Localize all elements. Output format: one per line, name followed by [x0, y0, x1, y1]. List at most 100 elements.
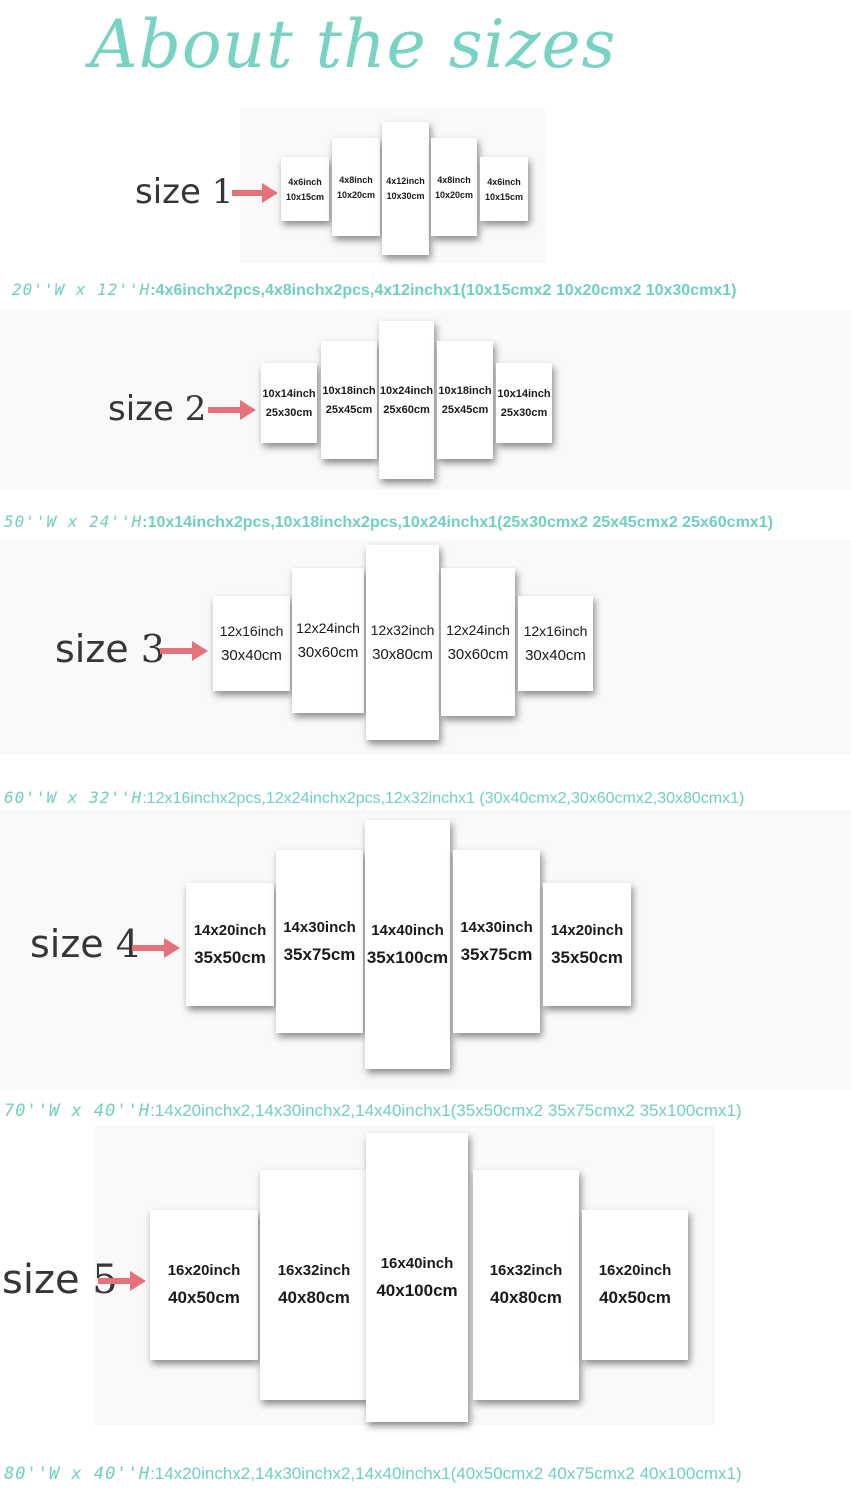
- caption-details: :14x20inchx2,14x30inchx2,14x40inchx1(35x…: [150, 1101, 742, 1120]
- panel-cm-size: 10x20cm: [336, 189, 376, 200]
- panel-inch-size: 14x20inch: [550, 921, 624, 939]
- size-label-word: size: [2, 1257, 80, 1303]
- panel-cm-size: 30x80cm: [372, 646, 433, 663]
- panel-inch-size: 14x40inch: [371, 921, 444, 939]
- panel-cm-size: 35x50cm: [194, 947, 266, 967]
- arrow-right-icon: [98, 1271, 146, 1291]
- canvas-panel: 12x16inch 30x40cm: [213, 596, 290, 691]
- size-label-word: size: [30, 922, 104, 966]
- panel-inch-size: 14x30inch: [460, 918, 533, 936]
- panel-inch-size: 16x32inch: [277, 1262, 351, 1279]
- size-1-caption: 20''W x 12''H:4x6inchx2pcs,4x8inchx2pcs,…: [12, 280, 736, 300]
- caption-dimensions: 20''W x 12''H: [12, 280, 151, 299]
- caption-dimensions: 80''W x 40''H: [4, 1464, 151, 1484]
- caption-details: :14x20inchx2,14x30inchx2,14x40inchx1(40x…: [150, 1464, 742, 1483]
- panel-cm-size: 10x20cm: [434, 189, 474, 200]
- panel-cm-size: 10x15cm: [285, 191, 325, 202]
- panel-cm-size: 40x100cm: [376, 1280, 458, 1300]
- panel-inch-size: 12x16inch: [219, 623, 284, 639]
- canvas-panel: 16x32inch 40x80cm: [260, 1170, 368, 1400]
- panel-cm-size: 25x60cm: [383, 403, 430, 416]
- canvas-panel: 4x8inch 10x20cm: [332, 138, 380, 236]
- panel-cm-size: 10x30cm: [386, 191, 425, 201]
- canvas-panel: 16x20inch 40x50cm: [150, 1210, 258, 1360]
- panel-cm-size: 25x30cm: [500, 406, 548, 419]
- panel-cm-size: 30x40cm: [525, 647, 586, 664]
- canvas-panel: 16x20inch 40x50cm: [582, 1210, 688, 1360]
- panel-cm-size: 30x60cm: [447, 645, 509, 663]
- panel-cm-size: 25x30cm: [265, 406, 313, 419]
- canvas-panel: 10x24inch 25x60cm: [379, 321, 434, 479]
- panel-inch-size: 16x40inch: [380, 1254, 454, 1272]
- panel-inch-size: 12x32inch: [370, 622, 435, 638]
- panel-cm-size: 35x50cm: [551, 947, 623, 967]
- panel-cm-size: 40x80cm: [490, 1288, 562, 1307]
- canvas-panel: 10x14inch 25x30cm: [496, 363, 552, 443]
- size-label-number: 1: [211, 172, 234, 212]
- panel-inch-size: 4x8inch: [437, 174, 471, 185]
- canvas-panel: 4x8inch 10x20cm: [431, 138, 477, 236]
- caption-details: :12x16inchx2pcs,12x24inchx2pcs,12x32inch…: [142, 790, 745, 807]
- canvas-panel: 10x14inch 25x30cm: [261, 363, 317, 443]
- panel-cm-size: 40x50cm: [599, 1288, 671, 1307]
- panel-inch-size: 16x32inch: [489, 1262, 563, 1279]
- arrow-right-icon: [232, 183, 278, 203]
- panel-cm-size: 35x100cm: [366, 947, 449, 967]
- arrow-right-icon: [160, 641, 208, 661]
- size-4-caption: 70''W x 40''H:14x20inchx2,14x30inchx2,14…: [4, 1101, 742, 1121]
- panel-inch-size: 12x24inch: [446, 621, 510, 638]
- canvas-panel: 16x32inch 40x80cm: [473, 1170, 579, 1400]
- panel-inch-size: 10x18inch: [438, 384, 492, 397]
- size-4-label: size 4: [30, 925, 140, 963]
- canvas-panel: 14x40inch 35x100cm: [365, 820, 450, 1069]
- caption-dimensions: 70''W x 40''H: [4, 1101, 151, 1121]
- size-1-label: size 1: [135, 175, 233, 209]
- size-label-word: size: [108, 389, 174, 429]
- panel-inch-size: 10x14inch: [497, 387, 551, 400]
- canvas-panel: 14x30inch 35x75cm: [276, 850, 363, 1033]
- size-label-word: size: [135, 172, 201, 212]
- panel-inch-size: 4x6inch: [487, 176, 521, 187]
- canvas-panel: 4x12inch 10x30cm: [382, 122, 429, 255]
- panel-inch-size: 14x20inch: [193, 921, 267, 939]
- panel-inch-size: 12x24inch: [296, 620, 360, 636]
- size-2-label: size 2: [108, 392, 206, 426]
- panel-inch-size: 4x6inch: [288, 176, 322, 187]
- panel-inch-size: 4x12inch: [386, 176, 425, 186]
- canvas-panel: 14x20inch 35x50cm: [186, 883, 274, 1006]
- caption-details: :4x6inchx2pcs,4x8inchx2pcs,4x12inchx1(10…: [150, 282, 737, 299]
- panel-inch-size: 16x20inch: [598, 1262, 672, 1279]
- panel-inch-size: 10x24inch: [379, 384, 434, 397]
- size-label-number: 4: [115, 922, 140, 966]
- size-3-caption: 60''W x 32''H:12x16inchx2pcs,12x24inchx2…: [4, 788, 744, 808]
- canvas-panel: 12x32inch 30x80cm: [366, 545, 439, 740]
- canvas-panel: 12x24inch 30x60cm: [441, 568, 515, 716]
- arrow-right-icon: [132, 938, 180, 958]
- canvas-panel: 4x6inch 10x15cm: [480, 157, 528, 221]
- panel-cm-size: 40x80cm: [278, 1288, 350, 1307]
- panel-inch-size: 12x16inch: [523, 623, 588, 639]
- canvas-panel: 16x40inch 40x100cm: [366, 1133, 468, 1422]
- panel-cm-size: 30x40cm: [221, 647, 282, 664]
- page-title: About the sizes: [90, 6, 617, 83]
- caption-details: :10x14inchx2pcs,10x18inchx2pcs,10x24inch…: [142, 514, 773, 531]
- panel-cm-size: 10x15cm: [484, 191, 524, 202]
- panel-inch-size: 10x18inch: [322, 384, 376, 397]
- panel-inch-size: 4x8inch: [339, 174, 373, 185]
- size-3-label: size 3: [55, 630, 165, 668]
- panel-cm-size: 40x50cm: [168, 1288, 240, 1307]
- caption-dimensions: 50''W x 24''H: [4, 512, 143, 531]
- canvas-panel: 12x16inch 30x40cm: [518, 596, 593, 691]
- arrow-right-icon: [208, 400, 256, 420]
- panel-cm-size: 35x75cm: [283, 944, 356, 964]
- size-5-caption: 80''W x 40''H:14x20inchx2,14x30inchx2,14…: [4, 1464, 742, 1484]
- canvas-panel: 4x6inch 10x15cm: [281, 157, 329, 221]
- canvas-panel: 10x18inch 25x45cm: [437, 341, 493, 459]
- size-2-caption: 50''W x 24''H:10x14inchx2pcs,10x18inchx2…: [4, 512, 773, 532]
- panel-cm-size: 25x45cm: [441, 403, 489, 416]
- panel-inch-size: 10x14inch: [262, 387, 316, 400]
- panel-inch-size: 14x30inch: [283, 918, 356, 936]
- panel-inch-size: 16x20inch: [167, 1262, 241, 1279]
